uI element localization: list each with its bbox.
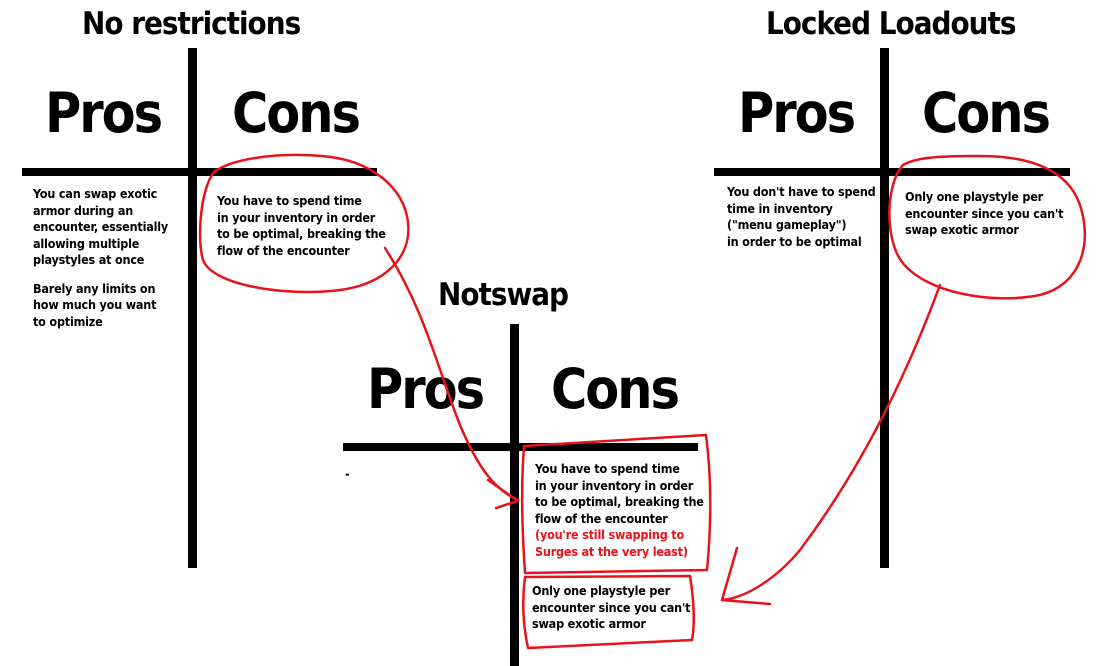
cons-header-no-restrictions: Cons [232,81,361,145]
cons-line: swap exotic armor [532,616,646,631]
cons-line: to be optimal, breaking the [217,226,386,241]
pros-placeholder-mark-notswap: - [345,466,350,481]
pros-line: You can swap exotic [33,186,158,201]
cons-line: in your inventory in order [535,477,694,493]
arrow-to-notswap-box [383,246,520,502]
vertical-divider-notswap [510,324,519,666]
title-notswap: Notswap [438,277,569,313]
vertical-divider-locked-loadouts [880,48,889,568]
pros-list-locked-loadouts: You don't have to spend time in inventor… [727,184,876,250]
box-notswap-cons-1 [520,433,712,575]
cons-line: Only one playstyle per [905,189,1043,204]
arrowhead-notswap-box2 [720,546,772,606]
pros-line: encounter, essentially [33,219,169,234]
pros-header-notswap: Pros [367,357,485,421]
pros-line: You don't have to spend [727,184,876,199]
cons-line: in your inventory in order [217,209,376,225]
cons-box2-notswap: Only one playstyle per encounter since y… [532,583,691,633]
pros-header-no-restrictions: Pros [45,81,163,145]
cons-header-locked-loadouts: Cons [922,81,1051,145]
arrowhead-notswap-box [486,478,520,510]
title-locked-loadouts: Locked Loadouts [766,6,1016,42]
pros-list-no-restrictions: You can swap exotic armor during an enco… [33,186,168,330]
pros-line: allowing multiple [33,235,140,251]
cons-line: You have to spend time [535,461,680,476]
pros-line: playstyles at once [33,252,145,267]
title-no-restrictions: No restrictions [82,6,301,42]
cons-line: encounter since you can't [532,599,691,615]
cons-line: Only one playstyle per [532,583,670,598]
cons-line: flow of the encounter [217,242,350,258]
loop-locked-loadouts-cons [888,154,1087,300]
cons-line: flow of the encounter [535,510,668,526]
pros-line: in order to be optimal [727,233,862,249]
horizontal-divider-locked-loadouts [714,168,1070,176]
vertical-divider-no-restrictions [188,48,197,568]
arrow-to-notswap-box2 [720,283,942,602]
cons-red-line: (you're still swapping to [535,527,684,542]
cons-line: You have to spend time [217,193,362,208]
box-notswap-cons-2 [522,574,695,650]
cons-red-line: Surges at the very least) [535,543,688,559]
pros-line: to optimize [33,313,103,329]
cons-line: encounter since you can't [905,205,1064,221]
pros-line: ("menu gameplay") [727,217,847,232]
horizontal-divider-no-restrictions [22,168,377,176]
pros-line: armor during an [33,202,134,218]
cons-list-no-restrictions: You have to spend time in your inventory… [217,193,386,259]
pros-line: time in inventory [727,200,833,216]
pros-line: Barely any limits on [33,280,156,296]
pros-line: how much you want [33,297,157,312]
cons-line: to be optimal, breaking the [535,494,704,509]
pros-header-locked-loadouts: Pros [738,81,856,145]
loop-no-restrictions-cons [198,153,410,294]
cons-box1-notswap: You have to spend time in your inventory… [535,461,704,560]
cons-line: swap exotic armor [905,222,1019,237]
cons-list-locked-loadouts: Only one playstyle per encounter since y… [905,189,1064,239]
annotation-strokes [198,153,1087,650]
horizontal-divider-notswap [343,443,698,451]
cons-header-notswap: Cons [551,357,680,421]
